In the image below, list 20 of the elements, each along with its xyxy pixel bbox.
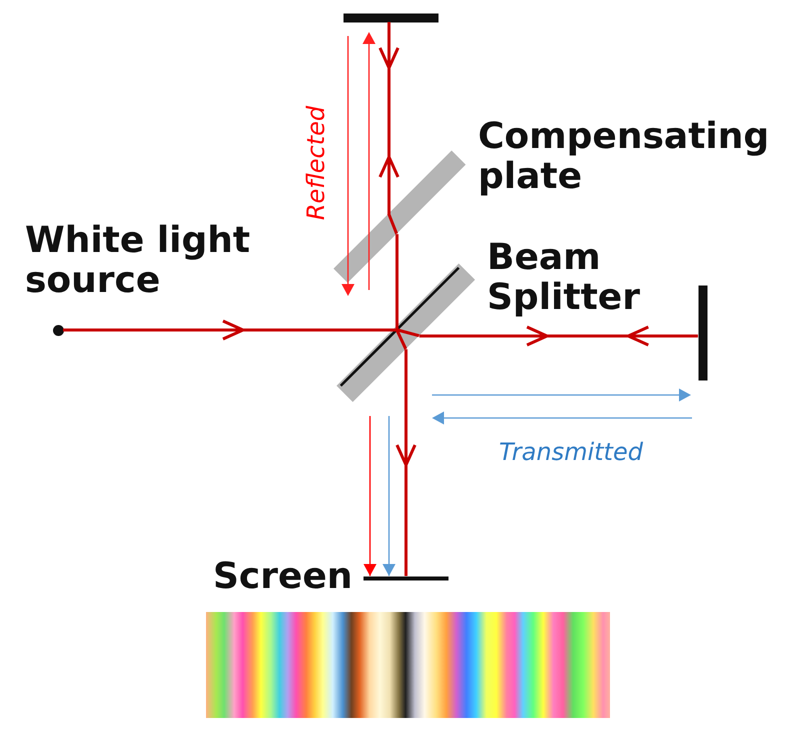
interference-fringes xyxy=(206,612,610,718)
part-label: Beam Splitter xyxy=(487,238,641,318)
arrow xyxy=(382,416,396,576)
light-beam xyxy=(396,349,416,576)
light-beam xyxy=(378,22,400,214)
mirror xyxy=(696,284,708,382)
part-label: Screen xyxy=(213,557,354,597)
beam-splitter xyxy=(335,262,477,404)
light-beam xyxy=(63,320,397,340)
light-beam xyxy=(396,234,398,330)
mirror xyxy=(342,12,440,24)
source-dot xyxy=(52,324,64,336)
compensating-plate xyxy=(332,149,468,285)
arrow xyxy=(364,416,376,576)
part-label: White light source xyxy=(25,221,252,301)
light-beam xyxy=(419,326,698,346)
beam-label: Transmitted xyxy=(499,438,643,466)
beam-label: Reflected xyxy=(302,106,330,220)
screen xyxy=(362,574,450,582)
part-label: Compensating plate xyxy=(478,117,770,197)
